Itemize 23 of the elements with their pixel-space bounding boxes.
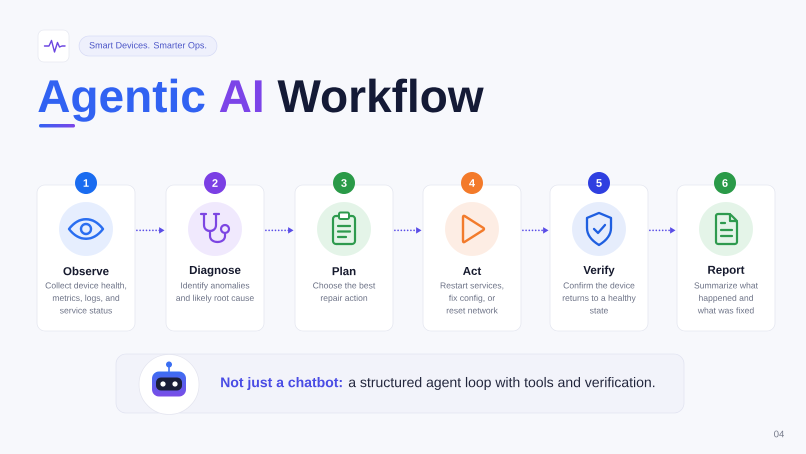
step-description: Choose the best repair action (313, 282, 376, 303)
step-description: Summarize what happened and what was fixed (694, 282, 758, 314)
step-description: Identify anomalies and likely root cause (176, 282, 254, 303)
callout-text: Not just a chatbot: a structured agent loop with tools and verification. (221, 376, 654, 390)
step-title: Report (708, 266, 744, 276)
number-badge: 4 (461, 172, 483, 194)
step-title: Diagnose (190, 266, 240, 276)
number-badge: 3 (333, 172, 355, 194)
title: Agentic AI Workflow (38, 78, 484, 122)
step-title: Act (463, 267, 482, 275)
step-title: Observe (63, 266, 109, 276)
step-title: Verify (583, 266, 615, 276)
tagline-pill: Smart Devices. Smarter Ops. (78, 36, 218, 56)
step-description: Confirm the device returns to a healthy state (562, 282, 636, 314)
step-description: Collect device health, metrics, logs, and service status (46, 282, 126, 314)
number-badge: 1 (75, 172, 97, 194)
step-description: Restart services, fix config, or reset network (440, 282, 504, 314)
number-badge: 2 (204, 172, 226, 194)
step-title: Plan (332, 266, 356, 276)
number-badge: 6 (714, 172, 736, 194)
callout-banner (116, 354, 684, 414)
number-badge: 5 (588, 172, 610, 194)
page-number: 04 (774, 430, 784, 438)
